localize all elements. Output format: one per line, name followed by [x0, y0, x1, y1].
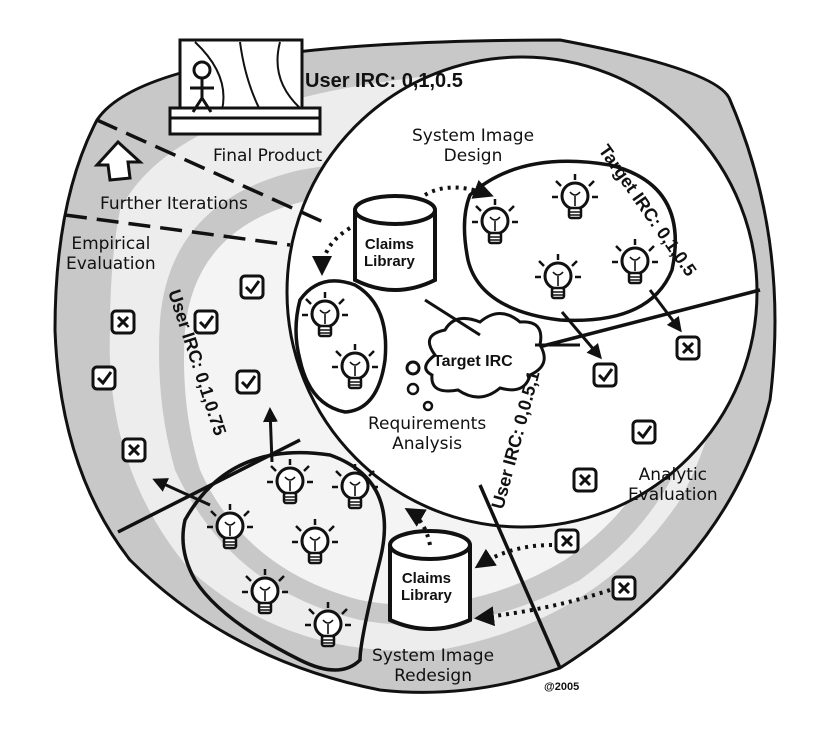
connector-line: [424, 298, 481, 337]
system-image-design-label: System Image Design: [412, 126, 535, 166]
dotted-arrow: [474, 588, 611, 627]
empirical-evaluation-label: Empirical Evaluation: [66, 234, 156, 274]
x-box-icon: [554, 528, 580, 554]
solid-arrow: [262, 407, 278, 463]
checkmark-box-icon: [592, 362, 618, 388]
checkmark-box-icon: [235, 369, 261, 395]
checkmark-box-icon: [631, 419, 657, 445]
divider-line: [478, 484, 562, 669]
claims-library-top-label: Claims Library: [364, 236, 415, 270]
x-box-icon: [675, 335, 701, 361]
x-box-icon: [572, 467, 598, 493]
final-product-label: Final Product: [213, 146, 323, 166]
cloud-icon: [424, 312, 546, 399]
bubble: [405, 360, 421, 376]
x-box-icon: [121, 437, 147, 463]
cylinder-database-icon: [353, 194, 437, 292]
requirements-analysis-label: Requirements Analysis: [368, 414, 487, 454]
stick-figure-icon: [190, 60, 214, 113]
solid-arrow: [560, 311, 602, 360]
divider-line: [534, 288, 761, 350]
further-iterations-label: Further Iterations: [100, 194, 248, 214]
design-blob: [462, 159, 677, 323]
cylinder-database-icon: [388, 529, 472, 631]
system-image-redesign-label: System Image Redesign: [372, 646, 495, 686]
up-arrow-icon: [93, 139, 144, 182]
claims-library-bottom-label: Claims Library: [401, 570, 452, 604]
solid-arrow: [152, 478, 211, 507]
checkmark-box-icon: [239, 274, 265, 300]
bubble: [406, 382, 420, 396]
redesign-blob: [181, 450, 387, 672]
bubble: [422, 400, 434, 412]
dotted-arrow: [312, 226, 352, 276]
x-box-icon: [611, 575, 637, 601]
target-irc-cloud-label: Target IRC: [433, 353, 513, 370]
divider-line: [96, 118, 331, 227]
copyright-label: @2005: [544, 681, 580, 693]
analytic-evaluation-label: Analytic Evaluation: [628, 465, 718, 505]
user-irc-top-label: User IRC: 0,1,0.5: [305, 70, 463, 92]
requirements-blob: [294, 279, 388, 414]
checkmark-box-icon: [193, 309, 219, 335]
checkmark-box-icon: [91, 365, 117, 391]
solid-arrow: [648, 289, 682, 333]
x-box-icon: [110, 309, 136, 335]
divider-line: [64, 213, 291, 247]
